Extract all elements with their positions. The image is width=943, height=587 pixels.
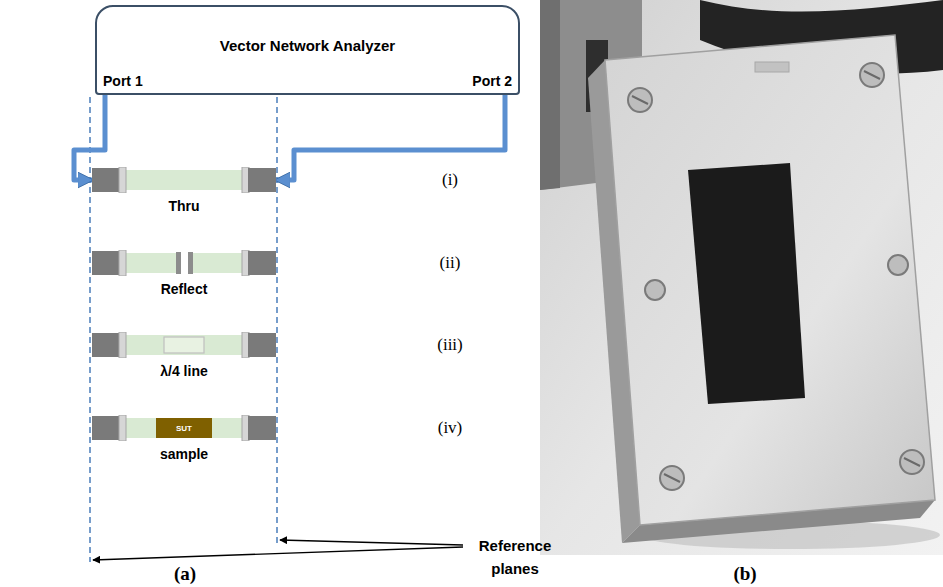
sample-block: SUT (156, 418, 212, 438)
line-standard: λ/4 line (92, 332, 276, 379)
standard-number: (iii) (425, 334, 475, 356)
port-label: Port 1 (103, 73, 143, 89)
signal-arrow (74, 95, 105, 180)
standard-number: (iv) (425, 417, 475, 439)
panel-label: (b) (720, 563, 770, 585)
fixture-label: λ/4 line (160, 363, 207, 379)
fixture-drawing (92, 332, 276, 358)
fixture-drawing (92, 167, 276, 193)
fixture-label: Thru (168, 198, 199, 214)
signal-arrow (276, 95, 505, 180)
thru-standard: Thru (92, 167, 276, 214)
reference-plane-line (89, 97, 91, 562)
reference-label: Reference planes (465, 534, 565, 580)
port-label: Port 2 (472, 73, 512, 89)
sut-label: SUT (176, 424, 192, 433)
panel-label: (a) (160, 563, 210, 585)
instrument-box: Vector Network AnalyzerPort 1 Port 2 (95, 5, 520, 95)
vna-title: Vector Network Analyzer (220, 37, 395, 54)
leader-arrow (93, 547, 463, 560)
standard-number: (ii) (425, 252, 475, 274)
sample-fixture: sample SUT (92, 415, 276, 462)
waveguide-photo (540, 0, 943, 555)
fixture-drawing (92, 250, 276, 276)
leader-arrow (280, 540, 463, 545)
fixture-label: Reflect (161, 281, 208, 297)
reflect-standard: Reflect (92, 250, 276, 297)
reference-plane-line (276, 97, 278, 546)
standard-number: (i) (425, 169, 475, 191)
fixture-label: sample (160, 446, 208, 462)
